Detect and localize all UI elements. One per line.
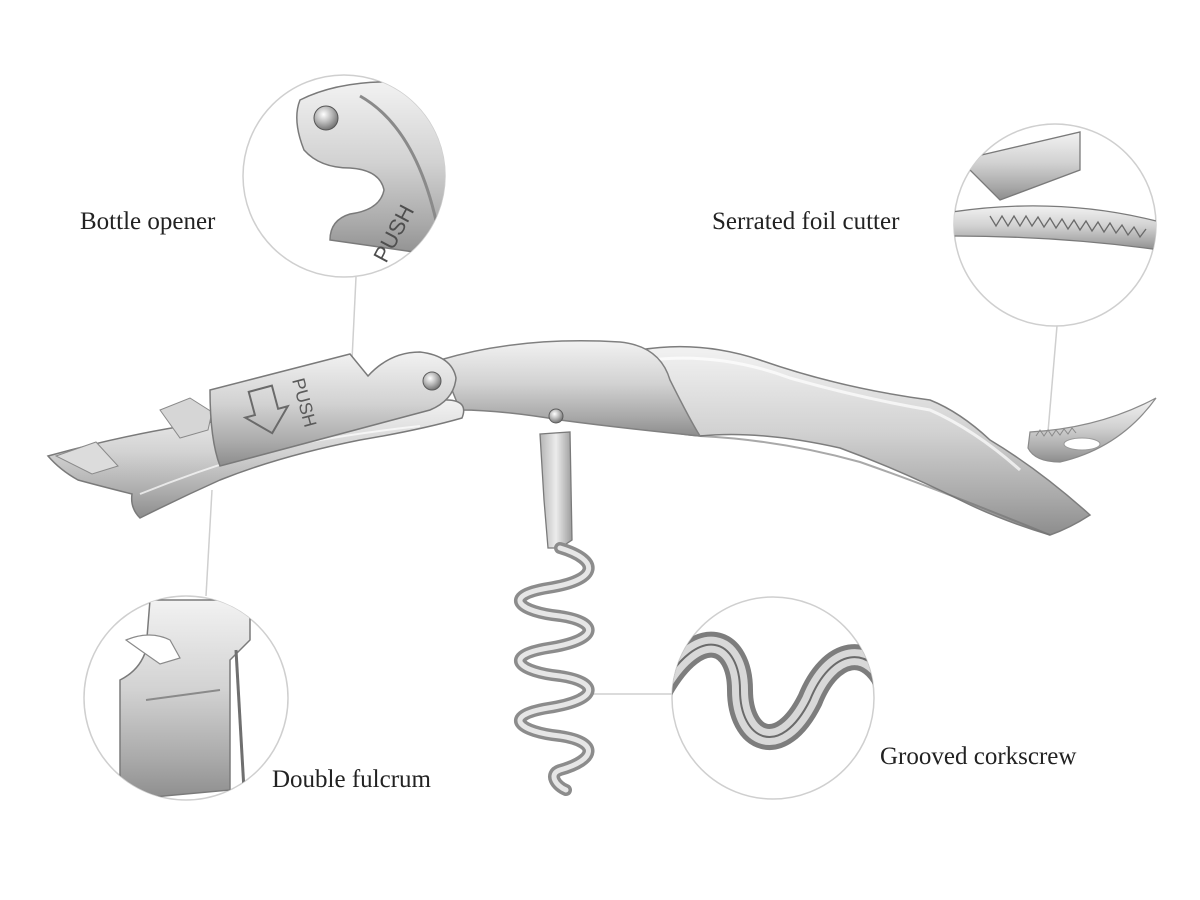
- connector-bottle-opener: [351, 276, 357, 361]
- label-double-fulcrum: Double fulcrum: [272, 766, 431, 793]
- push-arrow-icon: [242, 384, 290, 435]
- label-bottle-opener: Bottle opener: [80, 208, 216, 235]
- label-grooved-corkscrew: Grooved corkscrew: [880, 743, 1077, 770]
- callout-bottle-opener: PUSH: [242, 74, 446, 278]
- lever-body: [438, 340, 702, 437]
- callout-double-fulcrum: [83, 595, 289, 801]
- foil-cutter-blade: [1027, 397, 1157, 463]
- callout-foil-cutter: [953, 123, 1157, 327]
- connector-foil-cutter: [1047, 325, 1058, 433]
- push-plate: PUSH: [209, 351, 457, 467]
- callout-grooved-corkscrew: [671, 596, 875, 800]
- pivot-pin: [548, 408, 564, 424]
- label-serrated-foil-cutter: Serrated foil cutter: [712, 208, 900, 235]
- connector-double-fulcrum: [205, 489, 213, 597]
- handle: [629, 345, 1092, 536]
- corkscrew-worm: [514, 431, 595, 796]
- corkscrew-tool: PUSH: [46, 340, 1157, 796]
- zoom-rivet: [313, 105, 339, 131]
- plate-rivet: [422, 371, 442, 391]
